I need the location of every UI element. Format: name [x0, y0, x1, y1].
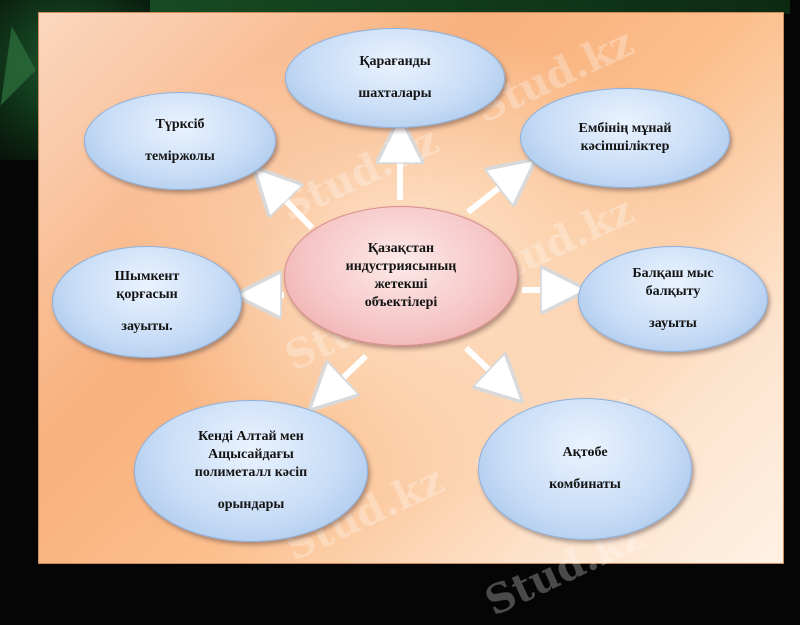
node-shymkent-line-2: қорғасын: [116, 287, 178, 302]
center-node: Қазақстан индустриясының жетекші объекті…: [284, 206, 518, 346]
node-balkhash-line-3: зауыты: [649, 316, 697, 331]
node-turksib: Түрксіб теміржолы: [84, 92, 276, 190]
connector-arrows: [0, 0, 800, 600]
center-line-1: Қазақстан: [367, 241, 435, 256]
node-altai-line-4: орындары: [217, 497, 285, 512]
node-balkhash-line-1: Балқаш мыс: [632, 266, 714, 281]
node-altai: Кенді Алтай мен Ащысайдағы полиметалл кә…: [134, 400, 368, 542]
node-karaganda-line-2: шахталары: [358, 86, 432, 101]
node-balkhash: Балқаш мыс балқыту зауыты: [578, 246, 768, 352]
node-turksib-line-2: теміржолы: [145, 149, 215, 164]
node-shymkent-line-3: зауыты.: [121, 319, 173, 334]
node-shymkent-line-1: Шымкент: [114, 269, 180, 284]
node-emba-line-2: кәсіпшіліктер: [580, 139, 670, 154]
node-emba-line-1: Ембінің мұнай: [578, 121, 672, 136]
center-line-4: объектілері: [364, 295, 438, 310]
center-line-3: жетекші: [374, 277, 428, 292]
node-aktobe-line-1: Ақтөбе: [562, 445, 608, 460]
node-balkhash-line-2: балқыту: [645, 284, 701, 299]
node-karaganda: Қарағанды шахталары: [285, 28, 505, 128]
arrow-to-emba: [466, 170, 522, 215]
center-line-2: индустриясының: [345, 259, 457, 274]
top-band: [150, 0, 790, 14]
node-turksib-line-1: Түрксіб: [155, 117, 205, 132]
node-altai-line-3: полиметалл кәсіп: [194, 465, 308, 480]
arrow-to-altai: [322, 353, 369, 398]
node-shymkent: Шымкент қорғасын зауыты.: [52, 246, 242, 358]
node-aktobe-line-2: комбинаты: [549, 477, 621, 492]
arrow-to-turksib: [266, 180, 315, 231]
node-aktobe: Ақтөбе комбинаты: [478, 398, 692, 540]
node-emba: Ембінің мұнай кәсіпшіліктер: [520, 88, 730, 188]
arrow-to-aktobe: [463, 345, 510, 390]
node-altai-line-1: Кенді Алтай мен: [198, 429, 304, 444]
node-altai-line-2: Ащысайдағы: [208, 447, 294, 462]
node-karaganda-line-1: Қарағанды: [359, 54, 431, 69]
